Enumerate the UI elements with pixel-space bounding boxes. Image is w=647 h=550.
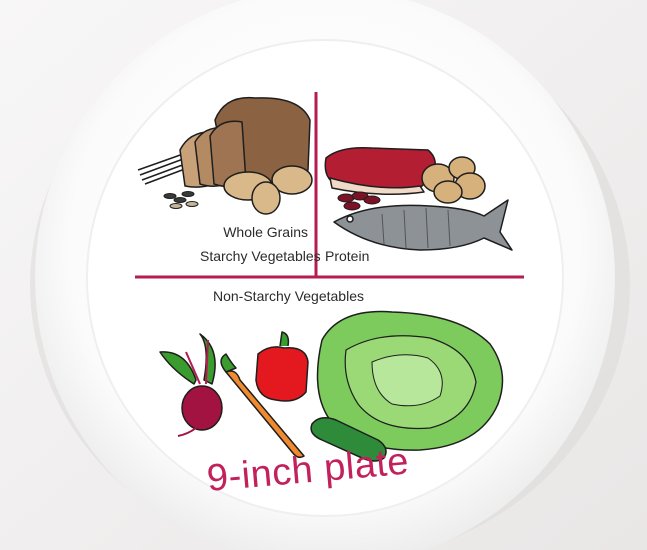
red-pepper-illustration [256, 347, 308, 401]
non-starchy-vegetables-label: Non-Starchy Vegetables [213, 288, 364, 304]
starchy-vegetables-label: Starchy Vegetables [200, 244, 308, 268]
protein-label: Protein [325, 248, 369, 264]
whole-grains-label: Whole Grains [200, 220, 308, 244]
grains-starchy-label: Whole Grains Starchy Vegetables [200, 220, 308, 268]
